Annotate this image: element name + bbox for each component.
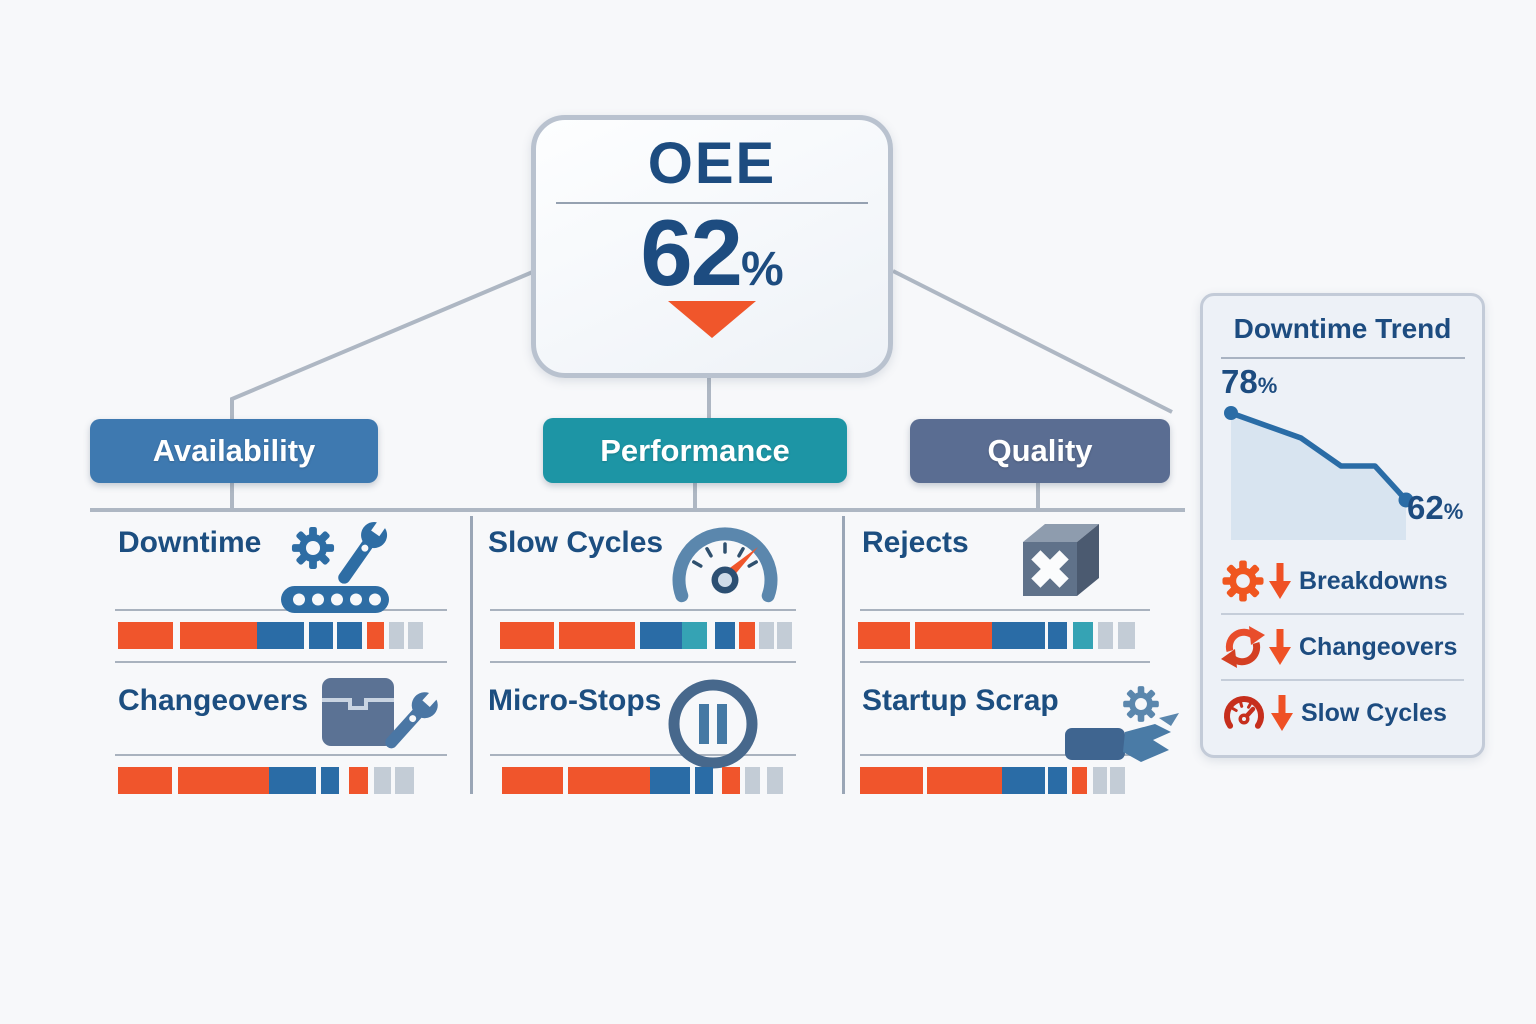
- legend-row-breakdowns: Breakdowns: [1203, 549, 1482, 613]
- item-divider: [860, 661, 1150, 663]
- gauge-icon: [1221, 691, 1267, 735]
- trend-end-value: 62%: [1407, 489, 1464, 526]
- changeovers-label: Changeovers: [118, 684, 309, 717]
- quality-header: Quality: [910, 419, 1170, 483]
- down-arrow-icon: [1267, 561, 1293, 601]
- downtime-label: Downtime: [118, 526, 262, 559]
- reject-box-icon: [1003, 514, 1115, 617]
- micro-stops-loss-bar: [502, 767, 828, 794]
- item-divider: [115, 661, 447, 663]
- item-divider: [490, 609, 796, 611]
- gauge-icon: [663, 514, 788, 619]
- availability-header: Availability: [90, 419, 378, 483]
- downtime-trend-panel: Downtime Trend 78% 62%: [1200, 293, 1485, 758]
- column-divider: [470, 516, 473, 794]
- rejects-label: Rejects: [862, 526, 969, 559]
- downtime-trend-chart: 78% 62%: [1203, 359, 1482, 549]
- refresh-icon: [1221, 625, 1265, 669]
- trend-legend: Breakdowns Ch: [1203, 549, 1482, 745]
- item-divider: [860, 609, 1150, 611]
- trend-panel-title: Downtime Trend: [1233, 313, 1452, 344]
- legend-label: Slow Cycles: [1301, 698, 1447, 727]
- micro-stops-item: Micro-Stops: [478, 672, 828, 794]
- item-divider: [490, 754, 796, 756]
- performance-header: Performance: [543, 418, 847, 483]
- oee-divider: [556, 201, 868, 204]
- startup-scrap-loss-bar: [860, 767, 1185, 794]
- rejects-loss-bar: [858, 622, 1185, 649]
- broken-gear-icon: [1059, 672, 1184, 772]
- startup-scrap-label: Startup Scrap: [862, 684, 1059, 717]
- item-divider: [115, 754, 447, 756]
- changeovers-loss-bar: [118, 767, 452, 794]
- pause-circle-icon: [661, 672, 765, 781]
- down-arrow-icon: [1269, 693, 1295, 733]
- startup-scrap-item: Startup Scrap: [848, 672, 1185, 794]
- legend-divider: [1221, 679, 1464, 681]
- slow-cycles-loss-bar: [500, 622, 828, 649]
- oee-value: 62%: [640, 199, 784, 305]
- rejects-item: Rejects: [848, 514, 1185, 663]
- oee-root-node: OEE 62%: [531, 115, 893, 378]
- trend-start-value: 78%: [1221, 363, 1278, 400]
- micro-stops-label: Micro-Stops: [488, 684, 662, 717]
- column-divider: [842, 516, 845, 794]
- item-divider: [115, 609, 447, 611]
- legend-label: Changeovers: [1299, 632, 1458, 661]
- legend-row-slow-cycles: Slow Cycles: [1203, 681, 1482, 745]
- changeovers-item: Changeovers: [90, 672, 452, 794]
- trend-line-chart: [1224, 406, 1414, 540]
- legend-divider: [1221, 613, 1464, 615]
- slow-cycles-label: Slow Cycles: [488, 526, 664, 559]
- item-divider: [860, 754, 1150, 756]
- down-arrow-icon: [1267, 627, 1293, 667]
- legend-row-changeovers: Changeovers: [1203, 615, 1482, 679]
- down-triangle-icon: [668, 301, 756, 339]
- downtime-item: Downtime: [90, 514, 452, 663]
- oee-title: OEE: [647, 131, 777, 196]
- gear-icon: [1221, 559, 1265, 603]
- downtime-loss-bar: [118, 622, 452, 649]
- legend-label: Breakdowns: [1299, 566, 1448, 595]
- slow-cycles-item: Slow Cycles: [478, 514, 828, 663]
- item-divider: [490, 661, 796, 663]
- panel-divider: [1220, 357, 1465, 359]
- machine-gear-wrench-icon: [261, 514, 396, 619]
- toolbox-wrench-icon: [308, 672, 441, 767]
